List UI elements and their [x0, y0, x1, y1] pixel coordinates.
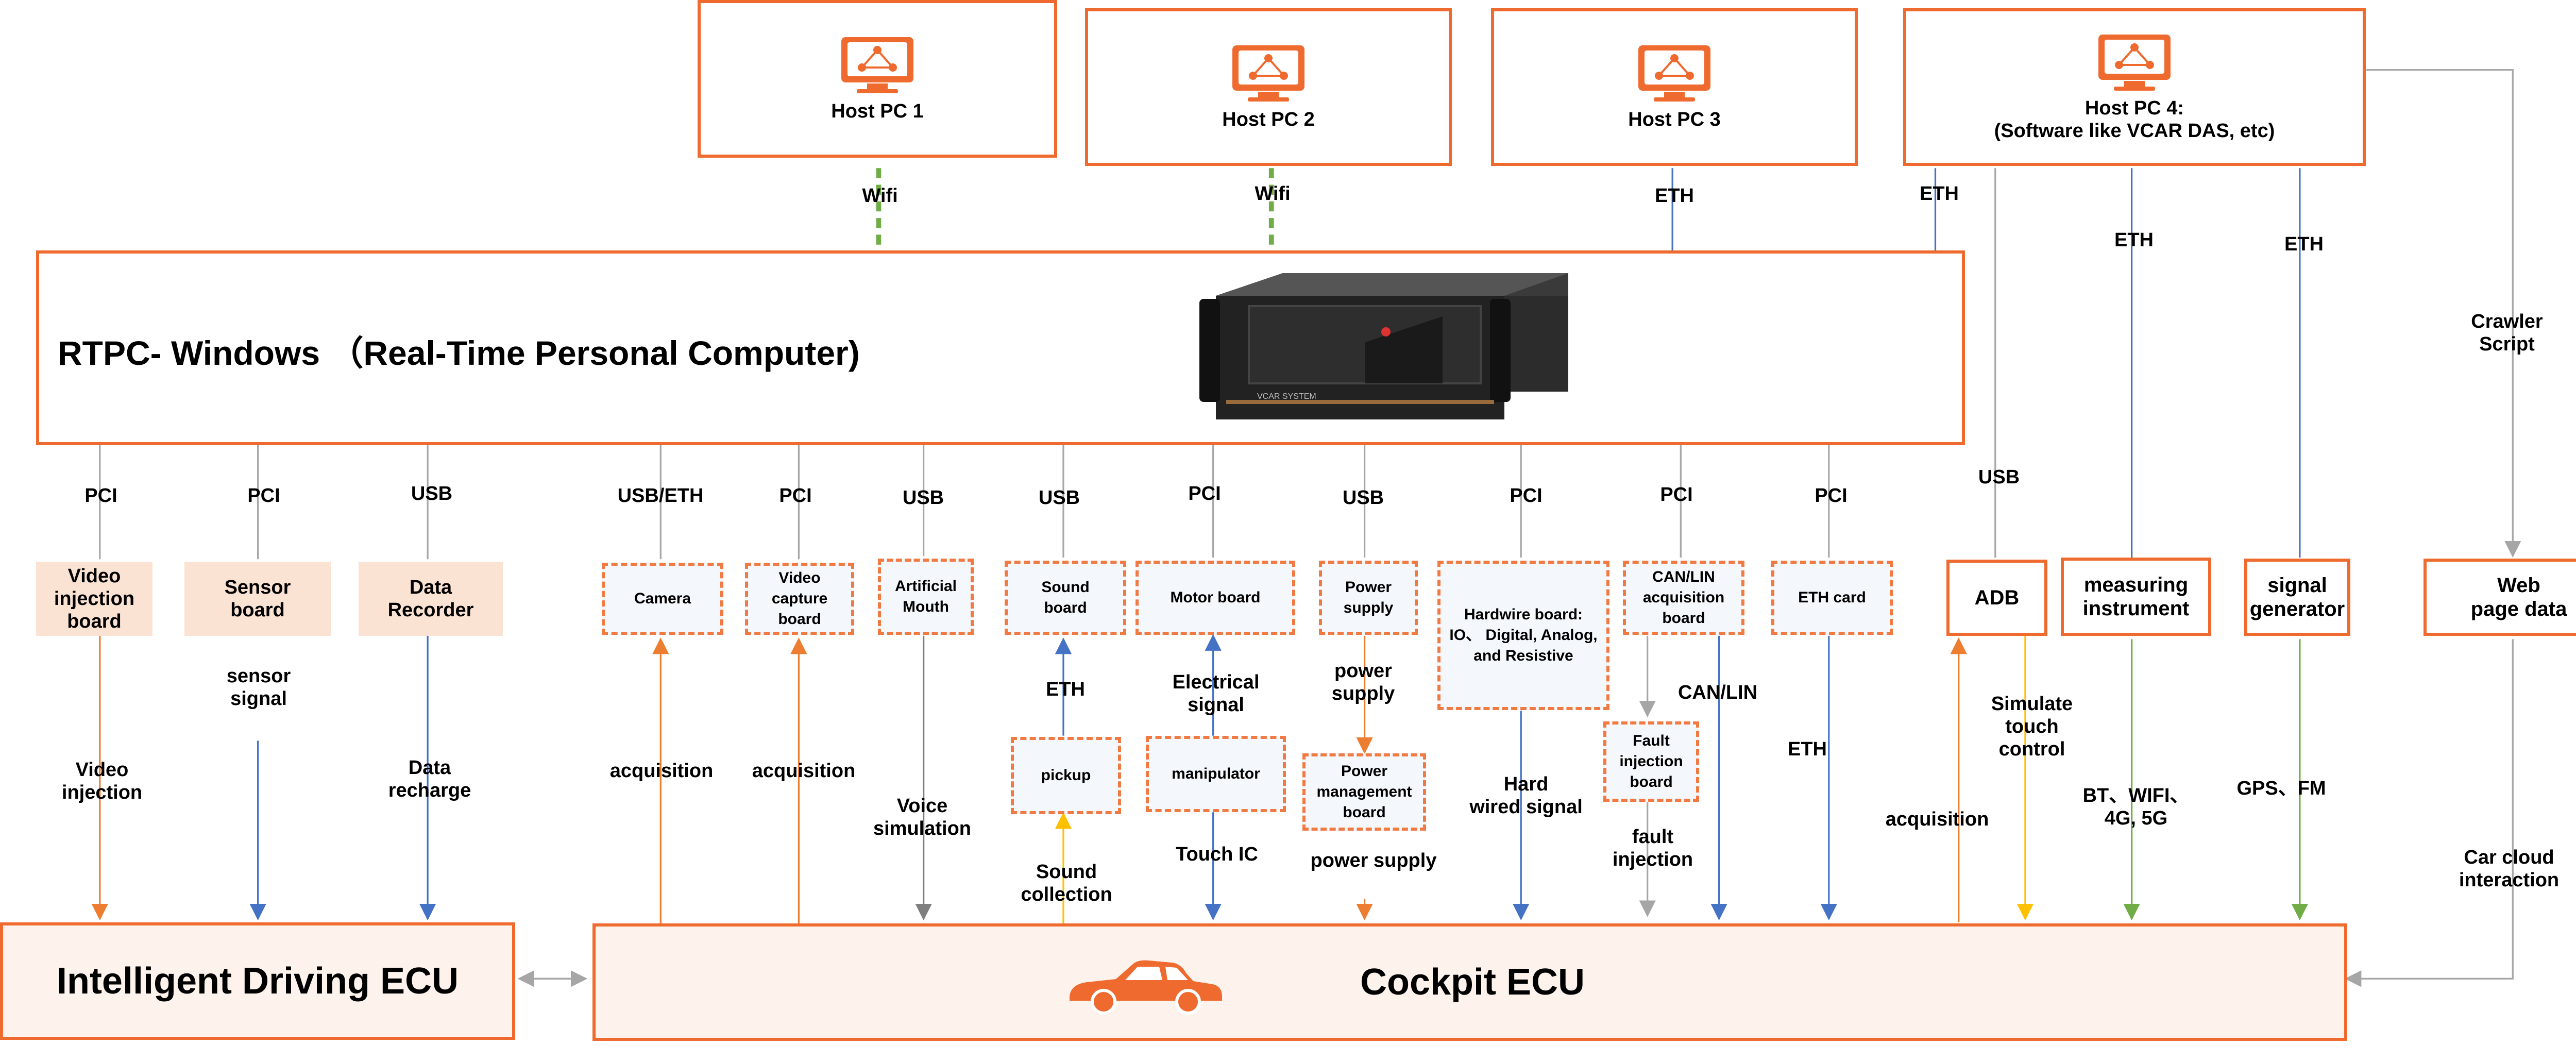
hardwire-board[interactable]: Hardwire board: IO、 Digital, Analog, and… — [1437, 561, 1609, 710]
intelligent-driving-ecu[interactable]: Intelligent Driving ECU — [0, 922, 515, 1040]
signal-sound-collection: Sound collection — [1021, 861, 1112, 905]
adb-box[interactable]: ADB — [1946, 560, 2047, 636]
monitor-network-icon — [1232, 45, 1304, 102]
host-pc-3[interactable]: Host PC 3 — [1491, 8, 1858, 166]
bus-label-sensor: PCI — [247, 485, 280, 507]
bus-label-artificial-mouth: USB — [902, 487, 944, 509]
signal-crawler-script: Crawler Script — [2471, 311, 2543, 355]
host-pc-1-label: Host PC 1 — [831, 100, 924, 122]
signal-touch-control: Simulate touch control — [1991, 693, 2073, 760]
bus-label-measuring: ETH — [2114, 229, 2154, 251]
signal-gps-fm: GPS、FM — [2236, 778, 2326, 799]
host-pc-4-label: Host PC 4: (Software like VCAR DAS, etc) — [1994, 97, 2275, 142]
signal-power-supply-1: power supply — [1331, 660, 1395, 704]
host-pc-3-label: Host PC 3 — [1628, 109, 1721, 130]
host-pc-2-label: Host PC 2 — [1222, 109, 1315, 130]
host-link-pc4: ETH — [1920, 183, 1959, 205]
signal-pickup-eth: ETH — [1046, 679, 1085, 700]
host-pc-4[interactable]: Host PC 4: (Software like VCAR DAS, etc) — [1903, 8, 2366, 166]
bus-label-motor-board: PCI — [1188, 483, 1221, 504]
bus-label-hardwire: PCI — [1510, 485, 1543, 507]
artificial-mouth[interactable]: Artificial Mouth — [878, 559, 974, 635]
signal-generator[interactable]: signal generator — [2244, 559, 2350, 636]
video-injection-board[interactable]: Video injection board — [36, 562, 152, 636]
power-supply-board[interactable]: Power supply — [1319, 561, 1418, 635]
manipulator-board[interactable]: manipulator — [1146, 736, 1286, 812]
bus-label-adb: USB — [1978, 466, 2020, 488]
host-link-pc3: ETH — [1655, 185, 1694, 207]
rtpc-windows[interactable] — [36, 250, 1965, 445]
signal-video-injection: Video injection — [61, 759, 143, 803]
car-icon — [1070, 960, 1222, 1015]
can-lin-acquisition-board[interactable]: CAN/LIN acquisition board — [1623, 561, 1744, 635]
bus-label-camera: USB/ETH — [617, 485, 704, 507]
signal-sensor: sensor signal — [226, 665, 291, 710]
monitor-network-icon — [2098, 35, 2171, 91]
eth-card[interactable]: ETH card — [1771, 561, 1893, 635]
host-pc-2[interactable]: Host PC 2 — [1085, 8, 1452, 166]
signal-electrical: Electrical signal — [1172, 671, 1260, 716]
sensor-board[interactable]: Sensor board — [184, 562, 331, 636]
signal-can-lin: CAN/LIN — [1677, 682, 1758, 703]
fault-injection-board[interactable]: Fault injection board — [1603, 721, 1699, 802]
bus-label-can-lin: PCI — [1660, 484, 1693, 506]
host-pc-1[interactable]: Host PC 1 — [698, 0, 1057, 158]
web-page-data[interactable]: Web page data — [2424, 559, 2576, 636]
pickup-board[interactable]: pickup — [1011, 737, 1121, 814]
rtpc-title: RTPC- Windows （Real-Time Personal Comput… — [58, 334, 860, 372]
signal-car-cloud: Car cloud interaction — [2459, 847, 2560, 891]
bus-label-sound-board: USB — [1038, 487, 1080, 509]
signal-eth: ETH — [1788, 738, 1827, 760]
video-capture-board[interactable]: Video capture board — [745, 563, 854, 635]
signal-hard-wired: Hard wired signal — [1469, 773, 1583, 818]
bus-label-data-recorder: USB — [411, 483, 453, 504]
camera-board[interactable]: Camera — [602, 563, 723, 635]
svg-text:VCAR SYSTEM: VCAR SYSTEM — [1257, 392, 1316, 401]
data-recorder[interactable]: Data Recorder — [359, 562, 503, 636]
bus-label-video-capture: PCI — [779, 485, 812, 507]
monitor-network-icon — [1638, 45, 1710, 102]
rack-server-icon: VCAR SYSTEM — [1199, 273, 1568, 419]
measuring-instrument[interactable]: measuring instrument — [2061, 558, 2211, 636]
signal-voice-simulation: Voice simulation — [873, 795, 972, 839]
signal-wireless: BT、WIFI、 4G, 5G — [2082, 785, 2190, 829]
host-link-pc2: Wifi — [1255, 183, 1291, 205]
signal-capture-acquisition: acquisition — [752, 760, 856, 782]
monitor-network-icon — [841, 37, 913, 93]
cockpit-ecu[interactable]: Cockpit ECU — [592, 923, 2347, 1041]
sound-board[interactable]: Sound board — [1005, 561, 1126, 635]
signal-data-recharge: Data recharge — [388, 757, 471, 801]
signal-camera-acquisition: acquisition — [609, 760, 714, 782]
power-management-board[interactable]: Power management board — [1302, 753, 1426, 831]
host-link-pc1: Wifi — [862, 185, 898, 207]
signal-fault-injection: fault injection — [1612, 826, 1693, 870]
bus-label-signal-gen: ETH — [2284, 233, 2324, 255]
signal-touch-ic: Touch IC — [1176, 844, 1258, 865]
bus-label-eth-card: PCI — [1815, 485, 1848, 507]
signal-power-supply-2: power supply — [1310, 850, 1437, 871]
motor-board[interactable]: Motor board — [1136, 561, 1295, 635]
bus-label-video-injection: PCI — [84, 485, 117, 507]
bus-label-power-supply: USB — [1342, 487, 1384, 509]
signal-adb-acquisition: acquisition — [1885, 809, 1989, 830]
